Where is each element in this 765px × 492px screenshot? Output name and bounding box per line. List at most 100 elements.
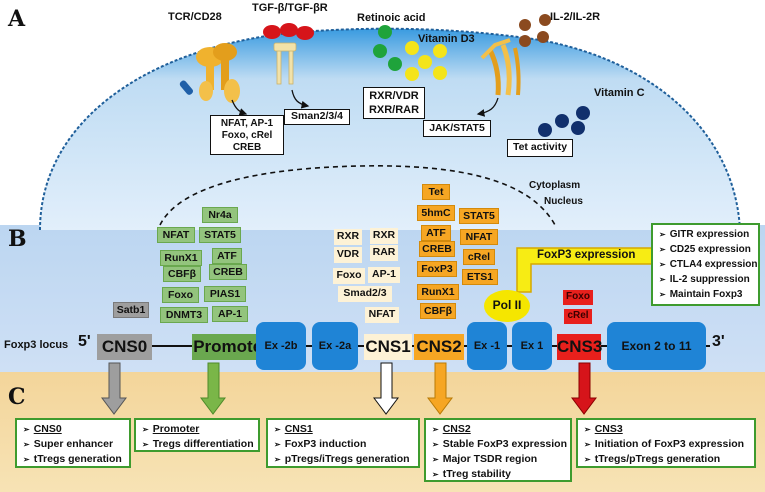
panel-label-b: B — [8, 226, 27, 252]
foxo-signal-line: Foxo, cRel — [221, 130, 273, 141]
cns2-function-box: ➢CNS2 ➢Stable FoxP3 expression ➢Major TS… — [424, 418, 572, 482]
cns1-function-box: ➢CNS1 ➢FoxP3 induction ➢pTregs/iTregs ge… — [266, 418, 420, 468]
tf-cns1-rxr-1: RXR — [334, 229, 362, 245]
tf-cns1-ap1: AP-1 — [368, 267, 400, 283]
exon-2-to-11: Exon 2 to 11 — [607, 322, 706, 370]
tgf-receptor — [263, 23, 314, 85]
cns1-function-item: ➢FoxP3 induction — [274, 438, 367, 450]
tf-cns2-crel: cRel — [463, 249, 495, 265]
cns1-segment: CNS1 — [364, 334, 412, 360]
expression-item: ➢IL-2 suppression — [659, 274, 750, 285]
nfat-signal-box: NFAT, AP-1 Foxo, cRel CREB — [210, 115, 284, 155]
expression-item: ➢Maintain Foxp3 — [659, 289, 743, 300]
cns0-function-title: ➢CNS0 — [23, 423, 62, 435]
down-arrows — [101, 362, 597, 415]
rxr-signal-box: RXR/VDR RXR/RAR — [363, 87, 425, 119]
tf-cns2-nfat: NFAT — [460, 229, 498, 245]
promoter-function-box: ➢Promoter ➢Tregs differentiation — [134, 418, 260, 452]
tf-atf: ATF — [212, 248, 242, 264]
expression-item: ➢GITR expression — [659, 229, 750, 240]
five-prime-label: 5' — [78, 333, 91, 350]
cell-membrane — [39, 27, 741, 231]
tf-foxo: Foxo — [162, 287, 199, 303]
tf-cns2-atf: ATF — [421, 225, 451, 241]
cns3-function-item: ➢Initiation of FoxP3 expression — [584, 438, 745, 450]
tf-creb: CREB — [209, 264, 247, 280]
tf-runx1: RunX1 — [160, 250, 202, 266]
tf-cns2-stat5: STAT5 — [459, 208, 499, 224]
tf-cns2-5hmc: 5hmC — [417, 205, 455, 221]
expression-item: ➢CTLA4 expression — [659, 259, 758, 270]
smad-signal-box: Sman2/3/4 — [284, 109, 350, 125]
tet-activity-box: Tet activity — [507, 139, 573, 157]
tf-cns2-creb: CREB — [419, 241, 455, 257]
il2-receptor — [480, 14, 551, 96]
tf-stat5: STAT5 — [199, 227, 241, 243]
creb-signal-line: CREB — [232, 142, 262, 153]
cns3-function-item: ➢tTregs/pTregs generation — [584, 453, 721, 465]
cns1-function-item: ➢pTregs/iTregs generation — [274, 453, 410, 465]
cns0-function-item: ➢tTregs generation — [23, 453, 122, 465]
tf-satb1: Satb1 — [113, 302, 149, 318]
exon-minus-2a: Ex -2a — [312, 322, 358, 370]
tcr-receptor — [179, 43, 240, 103]
vitamin-d3-label: Vitamin D3 — [418, 33, 475, 45]
exon-minus-2b: Ex -2b — [256, 322, 306, 370]
tf-cns3-foxo: Foxo — [563, 290, 593, 305]
ligand-dots — [373, 25, 447, 81]
cell-body — [40, 28, 740, 231]
three-prime-label: 3' — [712, 333, 725, 350]
nfat-signal-line: NFAT, AP-1 — [220, 118, 274, 129]
tf-cns1-rxr-2: RXR — [370, 228, 398, 244]
tf-cns2-ets1: ETS1 — [462, 269, 498, 285]
tf-cns2-cbfb: CBFβ — [420, 303, 456, 319]
promoter-function-title: ➢Promoter — [142, 423, 200, 435]
vitamin-c-label: Vitamin C — [594, 87, 645, 99]
pol-ii-label: Pol II — [492, 298, 522, 312]
cns1-function-title: ➢CNS1 — [274, 423, 313, 435]
foxp3-expression-label: FoxP3 expression — [537, 249, 636, 261]
jak-stat5-box: JAK/STAT5 — [423, 120, 491, 137]
cns3-function-box: ➢CNS3 ➢Initiation of FoxP3 expression ➢t… — [576, 418, 756, 468]
tf-cns2-foxp3: FoxP3 — [417, 261, 457, 277]
expression-effects-box: ➢GITR expression ➢CD25 expression ➢CTLA4… — [651, 223, 760, 306]
cns2-function-item: ➢Major TSDR region — [432, 453, 538, 465]
tgf-arrow — [291, 89, 310, 109]
vitamin-c-dots — [538, 106, 590, 137]
cns0-function-box: ➢CNS0 ➢Super enhancer ➢tTregs generation — [15, 418, 131, 468]
retinoic-acid-label: Retinoic acid — [357, 12, 426, 24]
rxr-rar-line: RXR/RAR — [368, 104, 420, 116]
cns3-segment: CNS3 — [557, 334, 602, 360]
expression-item: ➢CD25 expression — [659, 244, 751, 255]
tf-cns1-smad: Smad2/3 — [338, 286, 392, 302]
cns2-function-title: ➢CNS2 — [432, 423, 471, 435]
cns0-function-item: ➢Super enhancer — [23, 438, 114, 450]
panel-label-c: C — [8, 384, 26, 410]
tf-pias1: PIAS1 — [204, 286, 246, 302]
panel-label-a: A — [8, 6, 26, 32]
il2-arrow — [476, 97, 499, 117]
exon-1: Ex 1 — [512, 322, 552, 370]
tf-cns1-vdr: VDR — [334, 247, 362, 263]
tgf-label: TGF-β/TGF-βR — [252, 2, 328, 14]
tf-cbfb: CBFβ — [163, 266, 201, 282]
tf-cns1-rar: RAR — [370, 245, 398, 261]
nuclear-envelope — [159, 165, 556, 226]
tf-ap1: AP-1 — [212, 306, 248, 322]
rxr-vdr-line: RXR/VDR — [369, 90, 419, 102]
cns2-function-item: ➢Stable FoxP3 expression — [432, 438, 568, 450]
tcr-label: TCR/CD28 — [168, 11, 222, 23]
pol-ii-ellipse — [484, 290, 530, 322]
cns2-segment: CNS2 — [414, 334, 464, 360]
tf-nfat: NFAT — [157, 227, 195, 243]
cns2-function-item: ➢tTreg stability — [432, 468, 511, 480]
tf-nr4a: Nr4a — [202, 207, 238, 223]
tf-cns3-crel: cRel — [564, 309, 592, 324]
exon-minus-1: Ex -1 — [467, 322, 507, 370]
tf-cns1-nfat: NFAT — [365, 307, 399, 323]
tf-cns2-runx1: RunX1 — [417, 284, 459, 300]
il2-label: IL-2/IL-2R — [550, 11, 601, 23]
locus-label: Foxp3 locus — [4, 339, 69, 351]
cytoplasm-label: Cytoplasm — [529, 180, 581, 191]
